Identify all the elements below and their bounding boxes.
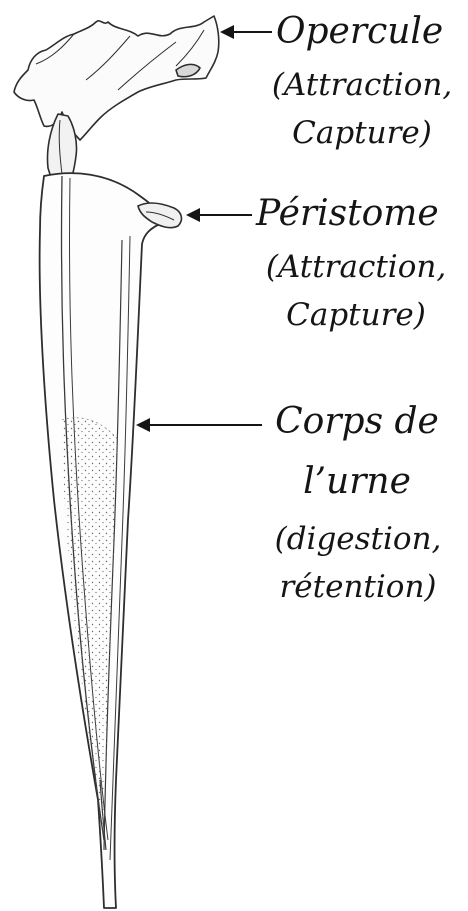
corps-label-line2: l’urne — [262, 464, 452, 500]
urne-body-shape — [40, 173, 164, 908]
opercule-role-line1: (Attraction, — [262, 70, 462, 101]
opercule-shape — [14, 16, 219, 196]
corps-role-line2: rétention) — [258, 572, 458, 603]
opercule-role-line2: Capture) — [262, 118, 462, 149]
arrow-peristome — [186, 208, 252, 222]
peristome-label: Péristome — [256, 196, 456, 232]
peristome-role-line1: (Attraction, — [254, 252, 458, 283]
opercule-label: Opercule — [276, 14, 452, 50]
peristome-role-line2: Capture) — [254, 300, 458, 331]
arrow-corps — [136, 418, 262, 432]
arrow-opercule — [220, 25, 272, 39]
corps-role-line1: (digestion, — [258, 524, 458, 555]
corps-label-line1: Corps de — [262, 404, 452, 440]
